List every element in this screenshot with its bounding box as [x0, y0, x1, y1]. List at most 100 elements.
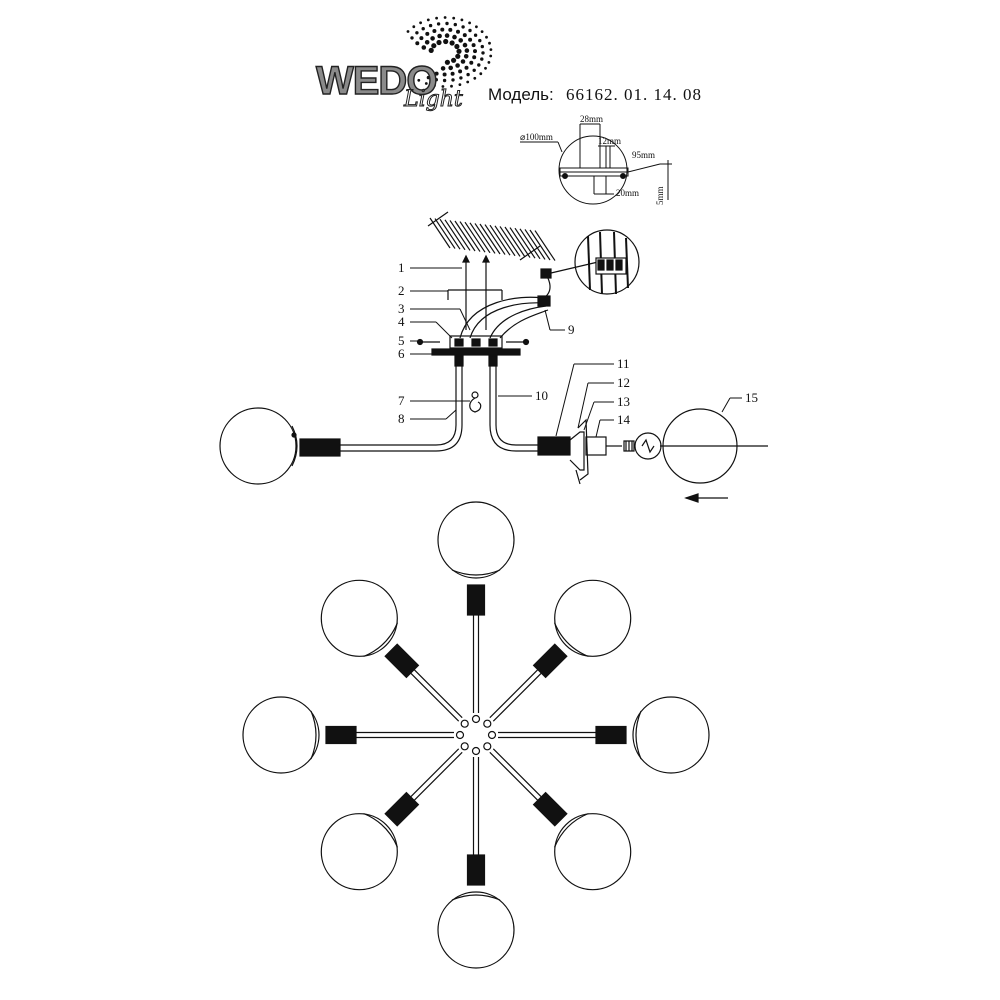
globe-collar — [310, 710, 317, 760]
socket — [384, 643, 420, 679]
logo-dot — [421, 45, 427, 50]
part-labels: 1 2 3 4 5 6 7 8 9 10 11 12 13 14 15 — [398, 260, 758, 427]
logo-dot — [452, 16, 456, 20]
top-view-arm — [320, 579, 469, 728]
part-label-5: 5 — [398, 333, 405, 348]
logo-dot — [468, 28, 472, 33]
logo-dot — [410, 36, 414, 40]
logo-dot — [434, 78, 438, 82]
logo-dot — [426, 18, 430, 22]
part-label-11: 11 — [617, 356, 630, 371]
logo-dot — [450, 71, 455, 76]
globe-collar — [635, 710, 642, 760]
hatch-line — [509, 227, 531, 258]
logo-dot — [461, 25, 465, 29]
logo-dot — [484, 66, 487, 70]
logo-dot — [436, 39, 442, 46]
arm-tube — [492, 672, 542, 722]
logo-dot — [436, 22, 441, 26]
logo-dot — [458, 83, 462, 86]
part-label-9: 9 — [568, 322, 575, 337]
socket — [532, 643, 568, 679]
part-label-4: 4 — [398, 314, 405, 329]
socket — [384, 791, 420, 827]
hatch-line — [489, 224, 511, 256]
logo-dot — [489, 54, 493, 58]
logo-dot — [445, 21, 449, 26]
part-label-2: 2 — [398, 283, 405, 298]
logo-dot — [424, 82, 428, 85]
logo-dot — [468, 37, 473, 42]
arm-tube — [492, 748, 542, 798]
logo-dot — [471, 43, 476, 48]
globe — [320, 579, 398, 657]
logo-dot — [443, 38, 449, 45]
hatch-line — [459, 221, 481, 252]
logo-dot — [460, 18, 464, 22]
dim-28: 28mm — [580, 114, 603, 124]
globe — [320, 813, 398, 891]
dim-12: 12mm — [598, 136, 621, 146]
logo-dot — [451, 78, 455, 82]
hatch-line — [444, 219, 466, 251]
part-label-6: 6 — [398, 346, 405, 361]
socket — [466, 584, 486, 616]
globe — [632, 696, 710, 774]
logo-dot — [468, 21, 471, 25]
globe-collar — [363, 812, 399, 848]
hatch-line — [464, 221, 486, 253]
logo-dot — [450, 84, 453, 88]
globe — [242, 696, 320, 774]
top-view-arm — [483, 579, 632, 728]
hatch-line — [479, 223, 501, 255]
arm-tube — [413, 751, 463, 801]
logo-dot — [417, 78, 421, 82]
hub-screw — [455, 730, 465, 740]
hatch-line — [449, 220, 471, 251]
logo-dot — [415, 41, 420, 46]
hub-screw — [460, 742, 469, 751]
logo-dot — [464, 65, 469, 70]
logo-swirl-icon — [406, 16, 493, 88]
hatch-line — [529, 229, 551, 261]
hub-screw — [483, 742, 492, 751]
socket — [325, 725, 357, 745]
logo-dot — [463, 54, 469, 59]
globe-collar — [553, 812, 589, 848]
arm-tube — [489, 669, 539, 719]
leader-lines — [410, 267, 742, 438]
hatch-line — [474, 223, 496, 254]
socket — [532, 791, 568, 827]
logo-dot — [459, 76, 463, 80]
hatch-line — [524, 229, 546, 260]
globe — [554, 813, 632, 891]
logo-dot — [480, 57, 484, 61]
part-label-15: 15 — [745, 390, 758, 405]
arm-tube — [410, 672, 460, 722]
logo-dot — [456, 29, 460, 34]
logo-dot — [455, 63, 460, 68]
logo-dot — [454, 43, 460, 50]
logo-dot — [419, 36, 424, 41]
top-view-arm — [320, 742, 469, 891]
globe — [554, 579, 632, 657]
dim-diameter: ⌀100mm — [520, 132, 553, 142]
logo-dot — [462, 42, 468, 48]
logo-dot — [466, 72, 470, 77]
logo-dot — [441, 85, 445, 88]
top-view-arm — [487, 696, 710, 774]
part-label-8: 8 — [398, 411, 405, 426]
logo-dot — [472, 68, 476, 73]
globe-collar — [553, 622, 589, 658]
globe-collar — [451, 894, 501, 901]
logo-dot — [455, 53, 461, 59]
hub-screw — [460, 719, 469, 728]
hatch-line — [469, 222, 491, 254]
logo-dot — [428, 23, 433, 28]
top-view — [242, 501, 710, 969]
logo-dot — [489, 48, 493, 51]
socket — [595, 725, 627, 745]
logo-dot — [448, 65, 454, 71]
brand-sub: Light — [403, 87, 463, 112]
